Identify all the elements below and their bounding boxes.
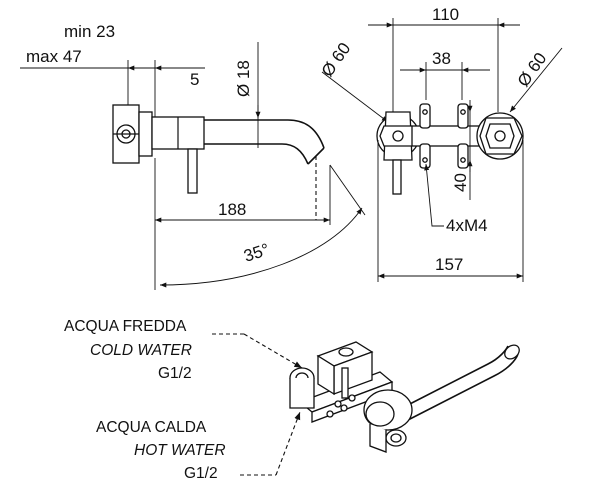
isometric-view: ACQUA FREDDA COLD WATER G1/2 ACQUA CALDA… bbox=[64, 318, 520, 482]
hot-water-it-label: ACQUA CALDA bbox=[96, 419, 207, 436]
iso-screw-2 bbox=[348, 394, 356, 402]
dim5-label: 5 bbox=[190, 70, 199, 89]
angle35-arc bbox=[159, 207, 363, 288]
iso-screw-3 bbox=[326, 410, 334, 418]
tab-top-right bbox=[457, 103, 469, 129]
lever-handle bbox=[187, 148, 198, 194]
right-valve-spindle bbox=[494, 130, 506, 142]
iso-hot-body bbox=[369, 424, 387, 453]
wall-max-label: max 47 bbox=[26, 47, 82, 66]
spout-top bbox=[204, 119, 325, 149]
hot-water-en-label: HOT WATER bbox=[134, 442, 226, 459]
angle35-label: 35° bbox=[241, 240, 271, 266]
hot-leader bbox=[275, 411, 301, 476]
diam60-left-leader bbox=[321, 71, 389, 123]
cold-thread-label: G1/2 bbox=[158, 365, 192, 382]
dim157-label: 157 bbox=[435, 255, 463, 274]
center-bar bbox=[411, 125, 485, 147]
iso-spout-bottom bbox=[407, 353, 519, 421]
iso-hot-inlet-bore bbox=[390, 433, 402, 443]
screw-hole-1 bbox=[422, 109, 428, 115]
iso-hot-valve bbox=[365, 401, 395, 427]
tab-bottom-right bbox=[457, 143, 469, 169]
dim40-label: 40 bbox=[451, 173, 470, 192]
tab-bottom-left bbox=[419, 143, 431, 169]
screws-label: 4xM4 bbox=[446, 216, 488, 235]
iso-cold-body bbox=[289, 378, 315, 409]
diam60-left-label: Ø 60 bbox=[318, 39, 355, 80]
cold-water-it-label: ACQUA FREDDA bbox=[64, 318, 187, 335]
front-view: 110 38 Ø 60 Ø 60 40 4xM4 157 bbox=[318, 5, 563, 282]
dim110-label: 110 bbox=[432, 5, 459, 24]
screws-leader bbox=[424, 163, 444, 227]
dim38-label: 38 bbox=[432, 49, 451, 68]
cold-water-en-label: COLD WATER bbox=[90, 342, 192, 359]
screw-hole-2 bbox=[460, 109, 466, 115]
angle35-ref bbox=[329, 164, 366, 216]
wall-plate bbox=[138, 111, 153, 157]
diam60-right-leader bbox=[509, 47, 563, 113]
dim188-label: 188 bbox=[218, 200, 246, 219]
screw-hole-3 bbox=[422, 157, 428, 163]
tab-top-left bbox=[419, 103, 431, 129]
iso-top-knob bbox=[338, 347, 354, 357]
wall-min-label: min 23 bbox=[64, 22, 115, 41]
left-valve-spindle bbox=[392, 130, 404, 142]
iso-lever bbox=[341, 367, 349, 399]
iso-screw-4 bbox=[340, 404, 348, 412]
hot-thread-label: G1/2 bbox=[184, 465, 218, 482]
cold-leader bbox=[243, 333, 303, 369]
spout-bottom bbox=[204, 143, 309, 165]
iso-spout-outlet bbox=[504, 344, 520, 360]
screw-hole-4 bbox=[460, 157, 466, 163]
iso-screw-1 bbox=[334, 400, 342, 408]
side-view: min 23 max 47 5 Ø 18 188 35° bbox=[20, 22, 366, 290]
diam60-right-label: Ø 60 bbox=[514, 49, 551, 90]
front-lever bbox=[392, 159, 402, 195]
iso-top-box-front bbox=[317, 354, 335, 396]
diam18-label: Ø 18 bbox=[234, 60, 253, 97]
